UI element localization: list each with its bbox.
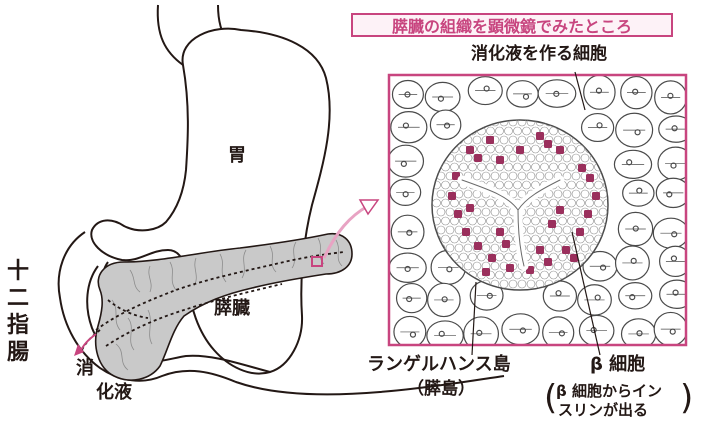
beta-cell [496, 156, 504, 164]
beta-cell [488, 254, 496, 262]
beta-cell [516, 146, 524, 154]
duodenum-char-2: 二 [5, 285, 31, 312]
beta-cell [486, 136, 494, 144]
esophagus-outline [158, 5, 183, 65]
beta-cell [496, 228, 504, 236]
beta-cell [502, 240, 510, 248]
juice-arrow-head [74, 344, 84, 356]
magnify-arrow-head [360, 200, 378, 214]
digestive-juice-label-2: 化液 [96, 384, 132, 402]
beta-cell [448, 192, 456, 200]
beta-cell [556, 146, 564, 154]
duodenum-char-3: 指 [5, 312, 31, 339]
beta-cell [536, 246, 544, 254]
beta-cell [466, 146, 474, 154]
beta-cell [462, 228, 470, 236]
diagram-title: 膵臓の組織を顕微鏡でみたところ [351, 13, 673, 37]
beta-cell [592, 192, 600, 200]
beta-cell [562, 246, 570, 254]
islet-label: ランゲルハンス島 [367, 356, 511, 374]
beta-cell-label: β 細胞 [590, 356, 645, 374]
beta-cell [474, 154, 482, 162]
duodenum-char-1: 十 [5, 258, 31, 285]
beta-cell [506, 264, 514, 272]
note-close-paren: ) [680, 381, 693, 415]
beta-cell [548, 220, 556, 228]
beta-cell [584, 210, 592, 218]
beta-note-line1: β 細胞からイン [556, 384, 662, 399]
beta-note-line2: スリンが出る [558, 403, 648, 418]
pancreas-label: 膵臓 [214, 300, 250, 318]
beta-cell [544, 140, 552, 148]
stomach-label: 胃 [228, 147, 246, 165]
duodenum-label: 十 二 指 腸 [5, 258, 31, 366]
digestive-cells-label: 消化液を作る細胞 [471, 46, 607, 63]
beta-cell [556, 206, 564, 214]
beta-cell [466, 204, 474, 212]
beta-cell [544, 258, 552, 266]
beta-cell [586, 174, 594, 182]
digestive-juice-label-1: 消 [76, 360, 94, 378]
beta-cell [536, 132, 544, 140]
islet-alt-label: （膵島） [407, 381, 475, 398]
beta-cell [454, 210, 462, 218]
juice-flow-arrow [80, 334, 96, 352]
duodenum-char-4: 腸 [5, 339, 31, 366]
beta-cell [578, 164, 586, 172]
beta-cell [474, 242, 482, 250]
beta-cell [482, 268, 490, 276]
beta-cell [576, 228, 584, 236]
